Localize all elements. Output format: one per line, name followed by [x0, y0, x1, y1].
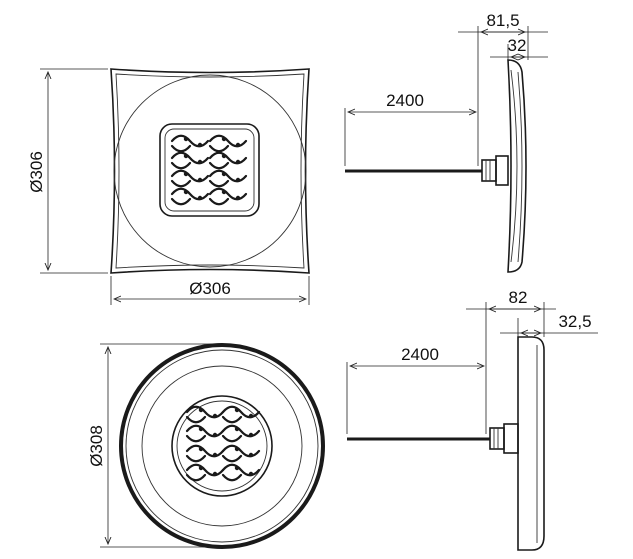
square-front-led-window [159, 123, 260, 217]
square-width-label: Ø306 [189, 279, 231, 298]
bottom-side-depth-dimension: 82 [466, 288, 556, 434]
round-front-view: Ø308 [87, 343, 325, 549]
led-array [170, 134, 248, 206]
top-side-lamp-lens [510, 69, 518, 263]
bottom-side-depth-label: 82 [509, 288, 528, 307]
top-side-depth-dimension: 81,5 [458, 11, 548, 166]
top-side-cable-dimension: 2400 [344, 91, 476, 166]
round-housing-outline [119, 343, 325, 549]
square-front-view: Ø306 Ø306 [27, 68, 310, 305]
top-side-cable-label: 2400 [386, 91, 424, 110]
bottom-side-cable-label: 2400 [401, 345, 439, 364]
square-width-dimension: Ø306 [110, 276, 310, 305]
round-diameter-label: Ø308 [87, 425, 106, 467]
round-front-led-window-inner [176, 400, 268, 492]
bottom-side-lamp-body [517, 336, 545, 551]
bottom-side-cable-gland [489, 427, 505, 450]
square-height-dimension: Ø306 [27, 68, 108, 274]
top-side-cable-gland [481, 159, 497, 182]
square-height-label: Ø306 [27, 151, 46, 193]
top-side-body-dimension: 32 [490, 36, 548, 60]
bottom-side-body-label: 32,5 [558, 312, 591, 331]
top-side-gland-nut [495, 155, 509, 186]
square-housing-outline [110, 68, 310, 274]
square-front-ring [113, 74, 307, 268]
round-side-view: 2400 82 32,5 [346, 288, 598, 551]
round-front-ring [141, 365, 303, 527]
bottom-side-gland-nut [503, 423, 519, 454]
square-front-led-window-inner [164, 128, 255, 212]
square-housing-inner-edge [115, 73, 305, 269]
bottom-side-cable-dimension: 2400 [346, 345, 484, 434]
bottom-side-body-dimension: 32,5 [500, 312, 598, 337]
top-side-body-label: 32 [508, 36, 527, 55]
round-housing-inner-edge [125, 349, 319, 543]
top-side-lamp-face [517, 71, 523, 263]
top-side-depth-label: 81,5 [486, 11, 519, 30]
square-side-view: 2400 81,5 32 [344, 11, 548, 273]
top-side-lamp-body [507, 59, 527, 273]
round-led-array [185, 405, 261, 482]
round-diameter-dimension: Ø308 [87, 343, 218, 548]
round-front-led-window [171, 395, 273, 497]
